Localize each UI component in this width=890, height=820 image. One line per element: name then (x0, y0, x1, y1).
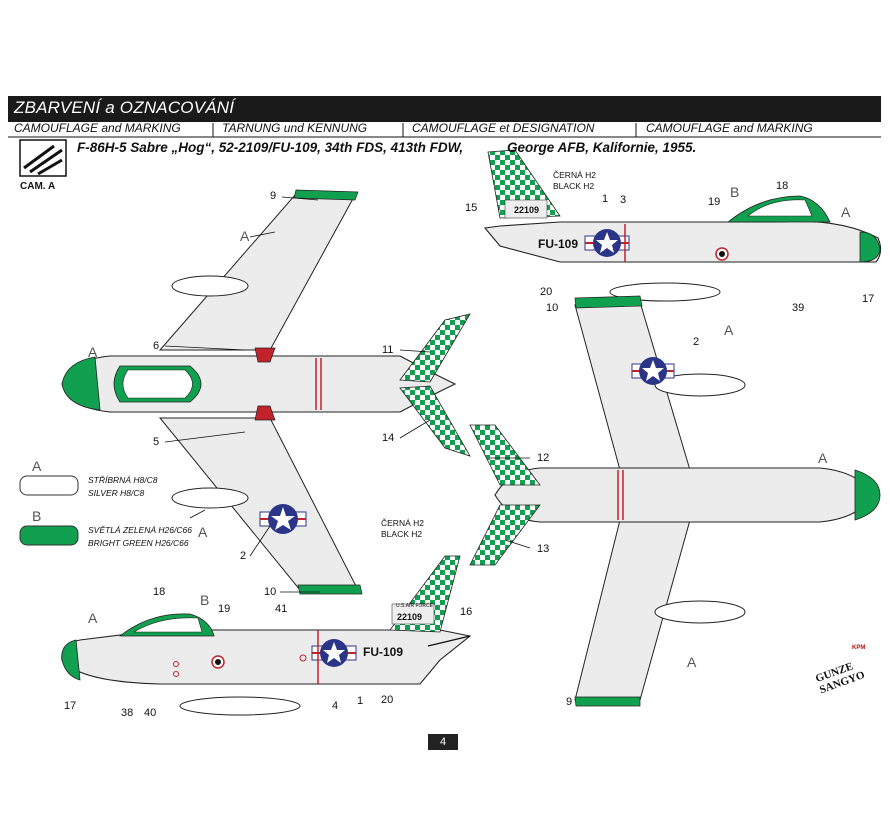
callout-9-top: 9 (270, 190, 277, 202)
note-black-bottom-cz: ČERNÁ H2 (381, 518, 424, 528)
tail-number-bottom: 22109 (397, 612, 423, 622)
swatch-green (19, 525, 79, 546)
callout-a-bottom-wing: A (687, 654, 697, 670)
callout-10-bottom: 10 (546, 302, 559, 314)
subtitle-cz: CAMOUFLAGE and MARKING (14, 121, 181, 135)
note-black-top-cz: ČERNÁ H2 (553, 170, 596, 180)
callout-39: 39 (792, 302, 805, 314)
callout-38: 38 (121, 707, 134, 719)
callout-19-bottom: 19 (218, 603, 231, 615)
callout-a-tank: A (198, 524, 208, 540)
callout-a-wing: A (240, 228, 250, 244)
callout-16: 16 (460, 606, 473, 618)
callout-a-top-nose: A (841, 204, 851, 220)
legend-letter-b: B (32, 508, 42, 524)
note-black-top-en: BLACK H2 (553, 181, 595, 191)
legend-a-line1: STŘÍBRNÁ H8/C8 (88, 475, 158, 485)
callout-17-bottom: 17 (64, 700, 77, 712)
callout-17-top: 17 (862, 293, 875, 305)
side-view-right (483, 149, 882, 302)
callout-9-bottom: 9 (566, 696, 573, 708)
callout-b-bottom: B (200, 592, 210, 608)
scheme-label: CAM. A (20, 181, 56, 192)
callout-40: 40 (144, 707, 157, 719)
callout-a-side-nose: A (88, 610, 98, 626)
kpm-logo: KPM (852, 645, 866, 651)
callout-41: 41 (275, 603, 288, 615)
subtitle-en: CAMOUFLAGE and MARKING (646, 121, 813, 135)
top-view (61, 189, 471, 595)
scheme-logo (19, 139, 67, 177)
callout-2-bottom: 2 (693, 336, 700, 348)
callout-a-nose: A (88, 344, 98, 360)
tail-number-top: 22109 (514, 205, 540, 215)
subtitle-fr: CAMOUFLAGE et DESIGNATION (412, 121, 595, 135)
aircraft-title: F-86H-5 Sabre „Hog“, 52-2109/FU-109, 34t… (77, 140, 464, 155)
callout-2-top: 2 (240, 550, 247, 562)
callout-13: 13 (537, 543, 550, 555)
callout-6: 6 (153, 340, 160, 352)
callout-15: 15 (465, 202, 478, 214)
callout-19-top: 19 (708, 196, 721, 208)
callout-12: 12 (537, 452, 550, 464)
callout-5: 5 (153, 436, 160, 448)
buzz-number-bottom: FU-109 (363, 645, 404, 659)
legend-letter-a: A (32, 458, 42, 474)
swatch-silver (19, 475, 79, 496)
callout-18-bottom: 18 (153, 586, 166, 598)
callout-1-bottom: 1 (357, 695, 364, 707)
callout-a-bottom-nose: A (818, 450, 828, 466)
callout-20-top: 20 (540, 286, 553, 298)
aircraft-location: George AFB, Kalifornie, 1955. (507, 140, 697, 155)
callout-a-bottom-tank: A (724, 322, 734, 338)
buzz-number-top: FU-109 (538, 237, 579, 251)
callout-1-top: 1 (602, 193, 609, 205)
callout-4: 4 (332, 700, 339, 712)
title-bar (8, 96, 881, 122)
page-number: 4 (428, 734, 458, 750)
callout-3: 3 (620, 194, 627, 206)
callout-18-top: 18 (776, 180, 789, 192)
bottom-view (469, 295, 881, 707)
legend-b-line2: BRIGHT GREEN H26/C66 (88, 538, 189, 548)
callout-11: 11 (382, 344, 394, 356)
page-title: ZBARVENÍ a OZNACOVÁNÍ (14, 98, 235, 117)
usaf-text: U.S.AIR FORCE (396, 603, 433, 609)
legend-a-line2: SILVER H8/C8 (88, 488, 145, 498)
legend-b-line1: SVĚTLÁ ZELENÁ H26/C66 (88, 525, 192, 535)
note-black-bottom-en: BLACK H2 (381, 529, 423, 539)
side-view-left (61, 555, 472, 716)
callout-b-top: B (730, 184, 740, 200)
callout-10-top: 10 (264, 586, 277, 598)
callout-20-bottom: 20 (381, 694, 394, 706)
subtitle-de: TARNUNG und KENNUNG (222, 121, 368, 135)
callout-14: 14 (382, 432, 395, 444)
